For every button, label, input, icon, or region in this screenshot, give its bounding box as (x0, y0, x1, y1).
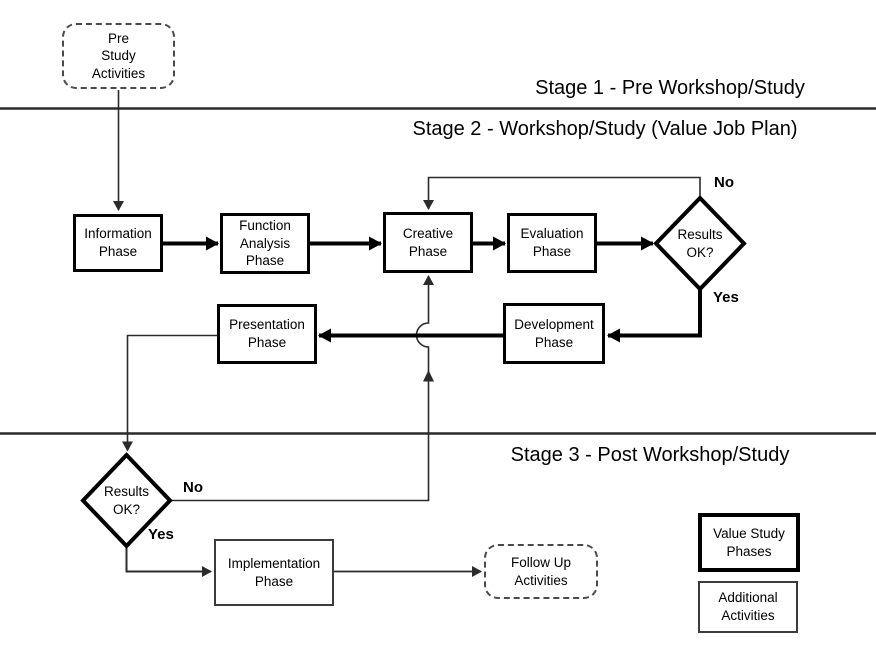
node-presentation-phase: Presentation Phase (217, 304, 317, 364)
stage3-label: Stage 3 - Post Workshop/Study (510, 444, 790, 466)
results2-no-label: No (183, 479, 203, 496)
arrow-results1-yes-to-development (607, 288, 702, 343)
node-creative-phase: Creative Phase (383, 212, 473, 273)
results2-yes-label: Yes (148, 526, 174, 543)
mid-arrowhead-results2-no-loop (423, 370, 434, 382)
node-pre-study-activities: Pre Study Activities (62, 23, 175, 89)
results1-yes-label: Yes (713, 289, 739, 306)
stage1-label: Stage 1 - Pre Workshop/Study (535, 77, 805, 99)
results-ok-2-diamond (80, 452, 173, 549)
legend-value-study-phases: Value Study Phases (698, 513, 800, 572)
arrow-results1-no-loop-to-creative (423, 176, 701, 210)
node-follow-up-activities: Follow Up Activities (484, 544, 598, 599)
node-evaluation-phase: Evaluation Phase (507, 213, 597, 273)
results1-no-label: No (714, 174, 734, 191)
results-ok-1-diamond (653, 195, 747, 292)
stage2-label: Stage 2 - Workshop/Study (Value Job Plan… (412, 118, 798, 140)
results-ok-2-label: Results OK? (103, 483, 149, 517)
arrow-results2-yes-to-implementation (125, 546, 212, 577)
arrow-presentation-to-results2 (122, 334, 217, 452)
node-function-analysis-phase: Function Analysis Phase (220, 213, 310, 274)
node-implementation-phase: Implementation Phase (214, 539, 334, 606)
legend-additional-activities: Additional Activities (698, 581, 798, 633)
node-development-phase: Development Phase (503, 303, 605, 364)
node-information-phase: Information Phase (73, 214, 163, 272)
results-ok-1-label: Results OK? (677, 226, 723, 260)
